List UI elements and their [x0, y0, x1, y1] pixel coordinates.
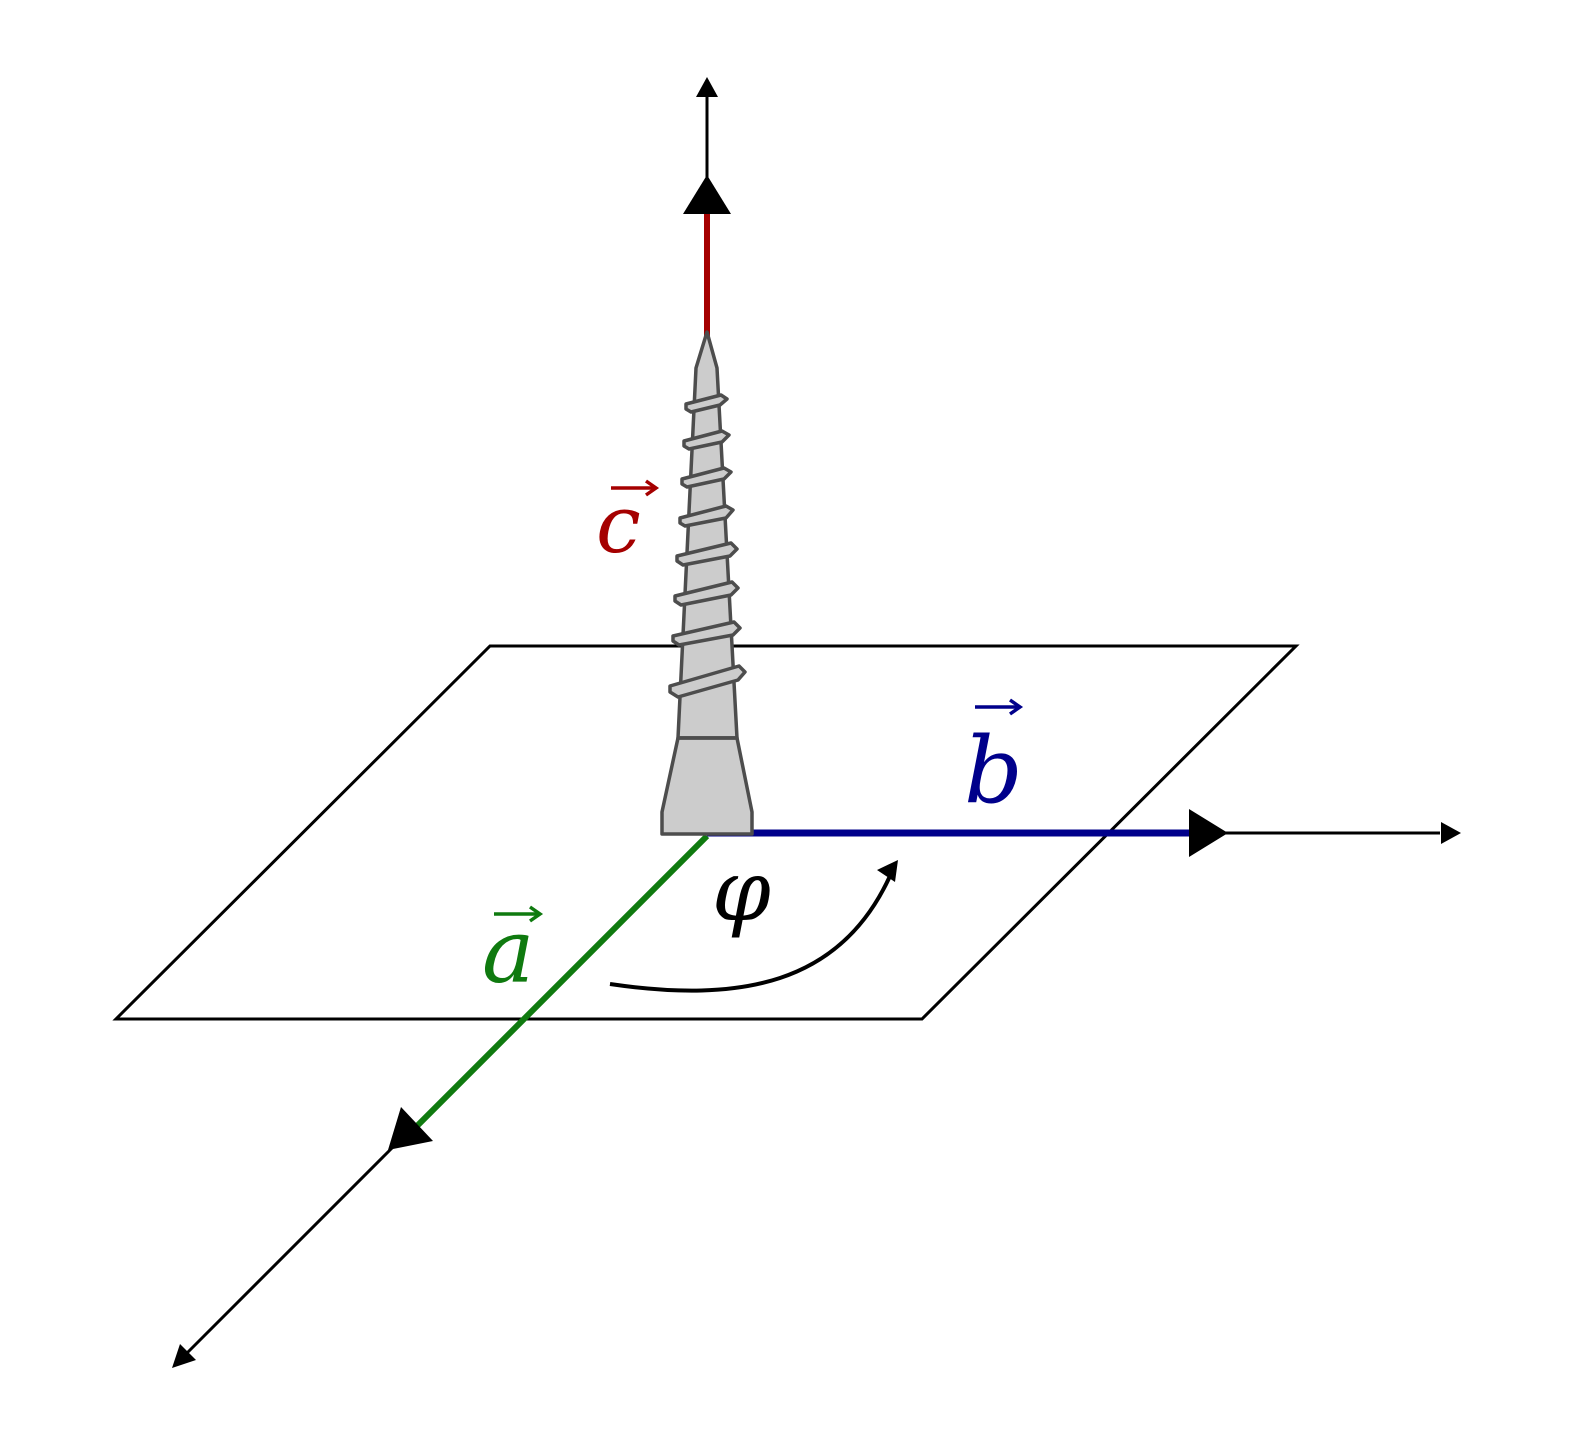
label-c-text: c	[596, 478, 641, 571]
rotation-arc	[609, 875, 892, 993]
label-b: b	[964, 698, 1024, 824]
y-axis-line	[184, 1146, 394, 1356]
screw-icon	[660, 330, 754, 836]
label-c: c	[596, 478, 660, 571]
label-a-text: a	[482, 900, 534, 1003]
y-axis-arrowhead	[172, 1344, 196, 1368]
vector-a	[407, 833, 710, 1136]
label-a: a	[482, 900, 544, 1003]
z-axis-arrowhead	[696, 77, 718, 97]
x-axis-arrowhead	[1441, 822, 1461, 844]
vector-c-arrowhead	[683, 175, 731, 214]
plane	[112, 644, 1300, 1021]
vector-a-arrowhead	[388, 1107, 433, 1150]
vector-b-arrowhead	[1189, 809, 1228, 857]
label-phi: φ	[712, 842, 771, 940]
label-b-text: b	[964, 717, 1023, 824]
rotation-arc-arrowhead	[877, 860, 898, 882]
